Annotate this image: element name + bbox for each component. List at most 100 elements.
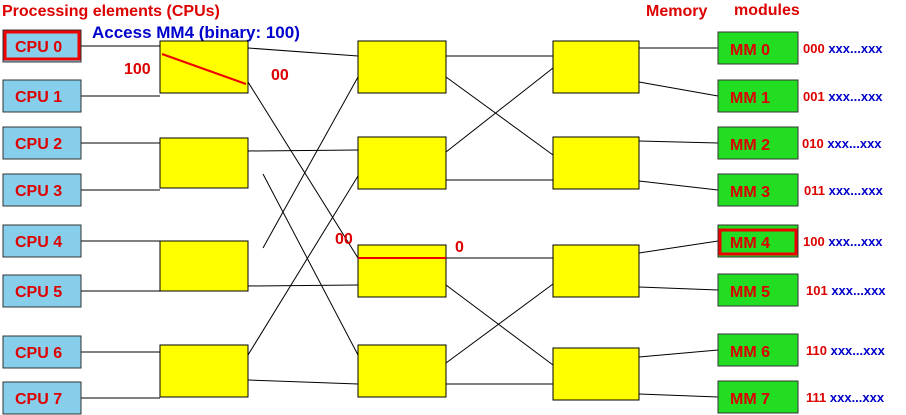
route-label-stage1-in: 100	[124, 61, 151, 78]
address-label-4: 100 xxx...xxx	[803, 234, 883, 249]
wire-s2-s3-5	[445, 284, 554, 366]
cpu-label: CPU 0	[15, 39, 62, 56]
cpu-label: CPU 7	[15, 391, 62, 408]
switch-stage2-1	[357, 136, 447, 190]
memory-column: MM 0 MM 1 MM 2 MM 3 MM 4 MM 5 MM 6 MM 7	[717, 31, 799, 414]
wire-s1-s2-7	[247, 379, 359, 385]
mm-label: MM 2	[730, 137, 770, 154]
cpu-box-4: CPU 4	[2, 224, 82, 258]
mm-box-1: MM 1	[717, 79, 799, 113]
route-label-stage1-out: 00	[271, 67, 289, 84]
cpu-label: CPU 5	[15, 284, 62, 301]
selected-mm-highlight	[718, 228, 798, 256]
title-memory: Memory	[646, 3, 707, 20]
wire-s1-s2-5	[247, 284, 359, 287]
cpu-box-3: CPU 3	[2, 173, 82, 207]
mm-label: MM 6	[730, 344, 770, 361]
route-segment-stage1	[161, 53, 247, 85]
mm-label: MM 0	[730, 42, 770, 59]
wire-mm-3	[638, 180, 719, 191]
title-modules: modules	[734, 2, 800, 19]
interconnect-wires	[81, 45, 719, 399]
address-bits: 111	[806, 390, 830, 405]
switch-stage3-1	[552, 136, 640, 190]
address-bits: 001	[803, 89, 828, 104]
address-suffix: xxx...xxx	[828, 89, 883, 104]
wire-mm-1	[638, 81, 719, 97]
switch-stage1-0	[159, 40, 249, 94]
selected-cpu-highlight	[3, 30, 81, 61]
mm-label: MM 4	[730, 235, 770, 252]
access-label: Access MM4 (binary: 100)	[92, 23, 300, 42]
mm-label: MM 3	[730, 184, 770, 201]
mm-box-3: MM 3	[717, 173, 799, 207]
address-bits: 010	[802, 136, 827, 151]
switch-stage3-3	[552, 347, 640, 401]
mm-label: MM 1	[730, 90, 770, 107]
address-bits: 011	[804, 183, 829, 198]
address-suffix: xxx...xxx	[828, 41, 883, 56]
mm-box-5: MM 5	[717, 273, 799, 307]
title-processing-elements: Processing elements (CPUs)	[2, 3, 220, 20]
wire-s2-s3-1	[445, 76, 554, 156]
address-label-7: 111 xxx...xxx	[806, 390, 885, 405]
address-suffix: xxx...xxx	[829, 183, 884, 198]
switch-stage3-0	[552, 40, 640, 94]
switch-stage2-2	[357, 244, 447, 298]
address-suffix: xxx...xxx	[828, 234, 883, 249]
switch-stages	[159, 40, 640, 401]
address-label-2: 010 xxx...xxx	[802, 136, 882, 151]
access-route	[161, 53, 446, 259]
mm-label: MM 7	[730, 391, 770, 408]
mm-box-2: MM 2	[717, 126, 799, 160]
address-bits: 000	[803, 41, 828, 56]
switch-stage2-3	[357, 344, 447, 398]
cpu-box-0: CPU 0	[2, 29, 82, 63]
address-suffix: xxx...xxx	[827, 136, 882, 151]
cpu-box-2: CPU 2	[2, 126, 82, 160]
address-label-3: 011 xxx...xxx	[804, 183, 884, 198]
wire-s2-s3-6	[445, 283, 554, 364]
wire-mm-6	[638, 349, 719, 358]
address-suffix: xxx...xxx	[830, 390, 885, 405]
mm-box-0: MM 0	[717, 31, 799, 65]
cpu-label: CPU 2	[15, 136, 62, 153]
mm-box-6: MM 6	[717, 333, 799, 367]
cpu-label: CPU 6	[15, 345, 62, 362]
wire-mm-4	[638, 240, 719, 254]
address-suffix: xxx...xxx	[831, 283, 886, 298]
wire-s1-s2-1	[247, 81, 359, 259]
address-bits: 101	[806, 283, 831, 298]
route-label-stage2-in: 00	[335, 231, 353, 248]
mm-box-4: MM 4	[717, 224, 799, 258]
wire-mm-7	[638, 393, 719, 398]
switch-stage3-2	[552, 244, 640, 298]
switch-stage1-2	[159, 240, 249, 292]
wire-s1-s2-6	[247, 175, 359, 356]
cpu-label: CPU 1	[15, 89, 62, 106]
cpu-box-1: CPU 1	[2, 79, 82, 113]
address-label-0: 000 xxx...xxx	[803, 41, 883, 56]
switch-stage2-0	[357, 40, 447, 94]
cpu-label: CPU 3	[15, 183, 62, 200]
switch-stage1-1	[159, 137, 249, 189]
cpu-label: CPU 4	[15, 234, 62, 251]
cpu-box-6: CPU 6	[2, 335, 82, 369]
wire-mm-5	[638, 286, 719, 291]
address-suffix: xxx...xxx	[831, 343, 886, 358]
address-label-5: 101 xxx...xxx	[806, 283, 886, 298]
wire-mm-2	[638, 140, 719, 144]
wire-s1-s2-2	[247, 149, 359, 152]
wire-s1-s2-3	[262, 173, 359, 356]
cpu-box-7: CPU 7	[2, 381, 82, 415]
cpu-column: CPU 0 CPU 1 CPU 2 CPU 3 CPU 4 CPU 5 CPU 6 CPU 7	[2, 29, 82, 415]
cpu-box-5: CPU 5	[2, 274, 82, 308]
route-label-stage2-out: 0	[455, 239, 464, 256]
wire-s1-s2-0	[247, 47, 359, 57]
address-bits: 110	[806, 343, 831, 358]
address-label-6: 110 xxx...xxx	[806, 343, 886, 358]
address-label-1: 001 xxx...xxx	[803, 89, 883, 104]
switch-stage1-3	[159, 344, 249, 398]
